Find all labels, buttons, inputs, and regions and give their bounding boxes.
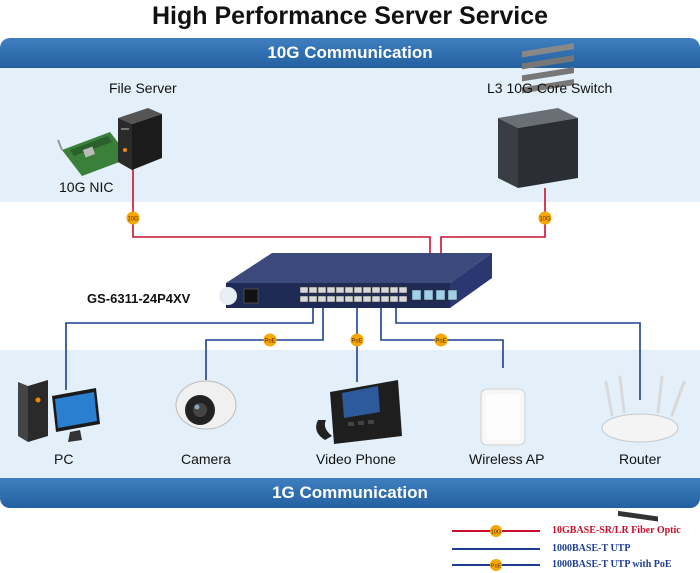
bottom-band-label: 1G Communication <box>0 478 700 508</box>
legend-poe-badge <box>490 559 502 571</box>
video-phone-label: Video Phone <box>316 451 396 467</box>
file-server-label: File Server <box>109 80 177 96</box>
utp-links <box>65 307 641 400</box>
core-switch-icon <box>498 43 578 188</box>
legend-ten-g-badge <box>490 525 502 537</box>
switch-model-label: GS-6311-24P4XV <box>87 291 191 306</box>
legend-utp-label: 1000BASE-T UTP <box>552 543 631 554</box>
nic-label: 10G NIC <box>59 179 114 195</box>
file-server-icon <box>118 108 162 170</box>
legend-poe-label: 1000BASE-T UTP with PoE <box>552 559 672 570</box>
poe-badge-wireless-ap: PoE <box>434 333 448 347</box>
pc-icon <box>18 380 100 442</box>
wireless-ap-label: Wireless AP <box>469 451 545 467</box>
fiber-link-core-switch <box>440 188 546 256</box>
camera-icon <box>175 380 237 430</box>
fiber-links <box>132 165 546 256</box>
svg-text:PoE: PoE <box>491 564 502 570</box>
ten-g-badge-left: 10G <box>126 211 140 225</box>
poe-badge-video-phone: PoE <box>350 333 364 347</box>
svg-text:10G: 10G <box>127 217 139 223</box>
svg-text:PoE: PoE <box>435 339 446 345</box>
poe-badge-camera: PoE <box>263 333 277 347</box>
router-label: Router <box>619 451 662 467</box>
pc-label: PC <box>54 451 74 467</box>
router-icon <box>601 375 686 522</box>
utp-link-pc <box>65 307 314 390</box>
poe-switch-icon <box>219 253 492 308</box>
fiber-link-file-server <box>132 165 431 256</box>
nic-card-icon <box>57 132 130 176</box>
svg-text:10G: 10G <box>491 530 501 536</box>
video-phone-icon <box>316 380 402 444</box>
ten-g-badge-right: 10G <box>538 211 552 225</box>
svg-text:PoE: PoE <box>351 339 362 345</box>
legend-fiber-label: 10GBASE-SR/LR Fiber Optic <box>552 525 681 536</box>
camera-label: Camera <box>181 451 231 467</box>
svg-text:10G: 10G <box>539 217 551 223</box>
core-switch-label: L3 10G Core Switch <box>487 80 613 96</box>
wireless-ap-icon <box>480 388 526 446</box>
page-title: High Performance Server Service <box>151 2 549 30</box>
svg-text:PoE: PoE <box>264 339 275 345</box>
legend-graphics: 10G PoE <box>452 525 540 571</box>
utp-link-router <box>395 307 641 400</box>
top-band-label: 10G Communication <box>0 38 700 68</box>
